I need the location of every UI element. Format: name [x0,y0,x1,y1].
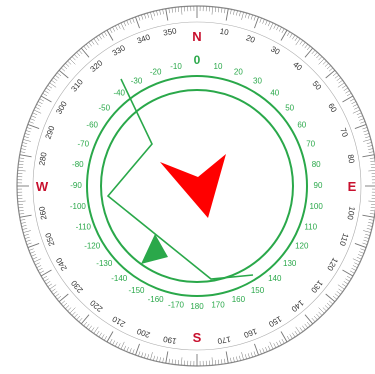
relative-bearing-label: -170 [168,300,185,309]
relative-bearing-label: 50 [285,103,294,112]
relative-bearing-label: 10 [214,62,223,71]
cardinal-south: S [193,330,202,345]
relative-bearing-label: -120 [84,242,101,251]
relative-bearing-label: 100 [309,202,323,211]
relative-bearing-label: -80 [72,160,84,169]
relative-bearing-label: 150 [251,286,265,295]
relative-bearing-label: 170 [211,300,225,309]
relative-bearing-label: 30 [253,76,262,85]
relative-zero-label: 0 [194,53,201,67]
cardinal-north: N [192,29,201,44]
relative-bearing-label: 110 [304,222,317,231]
relative-bearing-label: 40 [270,88,279,97]
relative-bearing-label: 140 [268,274,282,283]
relative-bearing-label: -130 [96,259,113,268]
relative-bearing-label: 180 [190,302,204,311]
relative-bearing-label: -20 [150,67,162,76]
relative-bearing-label: 80 [312,160,321,169]
relative-bearing-label: 160 [232,295,246,304]
relative-bearing-label: -100 [70,202,87,211]
relative-bearing-label: -140 [111,274,128,283]
relative-bearing-label: -70 [78,140,90,149]
relative-bearing-label: 20 [234,67,243,76]
relative-bearing-label: -110 [76,222,92,231]
relative-bearing-label: -40 [113,88,125,97]
relative-bearing-label: -10 [170,62,182,71]
relative-bearing-label: -150 [128,286,145,295]
relative-bearing-label: 70 [306,140,315,149]
relative-bearing-label: -30 [131,76,143,85]
relative-bearing-label: 130 [283,259,297,268]
relative-bearing-label: -60 [86,121,98,130]
relative-bearing-label: 120 [295,242,309,251]
relative-bearing-label: 60 [297,121,306,130]
relative-bearing-label: 90 [314,181,323,190]
relative-bearing-label: -160 [148,295,165,304]
relative-bearing-label: -50 [99,103,111,112]
relative-bearing-label: -90 [70,181,82,190]
cardinal-east: E [348,179,357,194]
cardinal-west: W [36,179,49,194]
